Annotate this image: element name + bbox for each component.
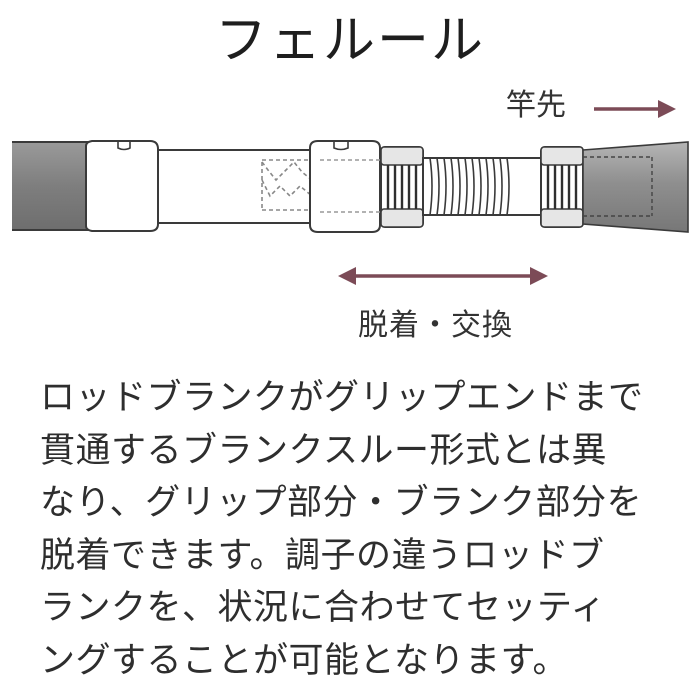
tip-blank	[582, 141, 689, 233]
description-line: ランクを、状況に合わせてセッティ	[40, 588, 606, 628]
description-line: ングすることが可能となります。	[40, 640, 568, 681]
rod-tip-arrow	[594, 100, 676, 118]
threaded-section	[422, 157, 546, 216]
page-title: フェルール	[214, 11, 485, 71]
receiving-collar	[309, 140, 381, 233]
connector-tube	[158, 149, 320, 224]
grip-collar	[85, 140, 159, 232]
rod-tip-label: 竿先	[506, 88, 566, 123]
description-line: 貫通するブランクスルー形式とは異	[40, 430, 607, 471]
description-line: ロッドブランクがグリップエンドまで	[40, 378, 644, 418]
description-line: なり、グリップ部分・ブランク部分を	[40, 483, 643, 523]
detach-swap-label: 脱着・交換	[358, 308, 513, 343]
lock-nut-left	[380, 146, 424, 228]
butt-blank	[12, 141, 92, 231]
description-text: ロッドブランクがグリップエンドまで 貫通するブランクスルー形式とは異 なり、グリ…	[40, 372, 680, 687]
detach-double-arrow	[338, 267, 548, 285]
description-line: 脱着できます。調子の違うロッドブ	[40, 535, 605, 576]
lock-nut-right	[540, 146, 584, 228]
